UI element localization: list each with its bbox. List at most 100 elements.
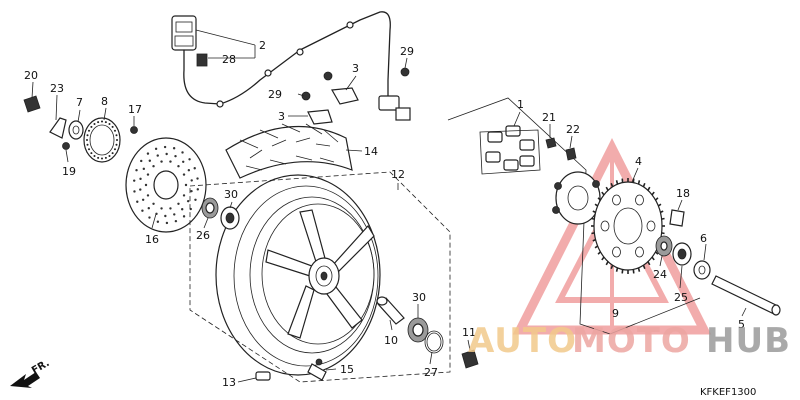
watermark-text-auto: AUTO xyxy=(468,321,577,361)
callout-3-lower: 3 xyxy=(278,110,285,123)
left-bearing xyxy=(201,197,219,219)
disc-hole xyxy=(187,168,191,172)
pulser-tooth xyxy=(104,121,107,124)
sprocket-tooth xyxy=(651,191,655,196)
disc-hole xyxy=(180,208,184,211)
sprocket-tooth xyxy=(597,197,602,201)
disc-hole xyxy=(147,207,150,210)
disc-hole xyxy=(146,152,150,155)
callout-29-left: 29 xyxy=(268,88,282,101)
right-bearing xyxy=(407,317,429,343)
disc-hole xyxy=(154,147,158,151)
disc-hole xyxy=(174,219,178,223)
disc-hole xyxy=(196,177,199,180)
callout-6: 6 xyxy=(700,232,707,245)
pulser-tooth xyxy=(97,121,100,124)
distance-collar xyxy=(376,296,405,325)
callout-13: 13 xyxy=(222,376,236,389)
pulser-tooth xyxy=(86,134,89,137)
callout-5: 5 xyxy=(738,318,745,331)
pulser-tooth xyxy=(88,148,91,151)
brake-panel-arm xyxy=(49,117,67,139)
pulser-tooth xyxy=(115,134,118,137)
sprocket-tooth xyxy=(601,256,605,261)
pulser-tooth xyxy=(90,152,93,155)
disc-hole xyxy=(139,188,142,191)
disc-hole xyxy=(160,207,163,210)
disc-hole xyxy=(165,221,169,225)
disc-hole xyxy=(148,159,152,162)
disc-hole xyxy=(146,194,150,197)
direction-label: FR. xyxy=(30,358,52,377)
sprocket-lightening-hole xyxy=(600,220,610,232)
sprocket-lightening-hole xyxy=(612,246,621,258)
sprocket-tooth xyxy=(610,182,614,188)
disc-hole xyxy=(186,199,190,203)
sprocket-tooth xyxy=(594,245,599,249)
callout-24: 24 xyxy=(653,268,667,281)
pulser-tooth xyxy=(88,129,91,132)
disc-hole xyxy=(177,202,180,205)
brake-disc xyxy=(125,137,207,233)
disc-hole xyxy=(182,173,186,176)
sprocket-lightening-hole xyxy=(646,220,656,232)
pulser-tooth xyxy=(113,148,116,151)
watermark-logo: AUTO MOTO HUB xyxy=(468,321,790,361)
watermark-text-moto: MOTO xyxy=(572,321,691,361)
callout-8: 8 xyxy=(101,95,108,108)
disc-hole xyxy=(184,183,188,187)
wheel-group-frame xyxy=(189,171,451,383)
sprocket-tooth xyxy=(591,217,595,220)
disc-hole xyxy=(152,165,155,168)
disc-hole xyxy=(144,183,148,187)
pulser-tooth xyxy=(116,139,118,141)
rear-axle xyxy=(711,275,781,316)
callout-23: 23 xyxy=(50,82,64,95)
callout-1: 1 xyxy=(517,98,524,111)
sprocket-tooth xyxy=(610,264,614,270)
pulser-tooth xyxy=(108,122,111,125)
pulser-tooth xyxy=(90,125,93,128)
tire-valve xyxy=(307,358,327,381)
callout-28: 28 xyxy=(222,53,236,66)
disc-hole xyxy=(160,160,163,163)
sprocket-tooth xyxy=(637,180,641,185)
bracket-bolts xyxy=(301,67,410,101)
sprocket-tooth xyxy=(601,191,605,196)
pulser-tooth xyxy=(113,129,116,132)
disc-hole xyxy=(141,198,145,202)
sprocket-tooth xyxy=(657,203,662,207)
sprocket-tooth xyxy=(615,267,619,272)
sprocket-tooth xyxy=(642,264,646,270)
pulser-tooth xyxy=(86,139,88,141)
disc-hole xyxy=(142,167,146,171)
sprocket-tooth xyxy=(661,232,665,235)
callout-20: 20 xyxy=(24,69,38,82)
axle-nut xyxy=(461,349,479,369)
sprocket-tooth xyxy=(647,186,651,191)
sprocket-lightening-hole xyxy=(635,194,644,206)
sprocket-tooth xyxy=(661,217,665,220)
disc-hole xyxy=(177,165,180,168)
sprocket-tooth xyxy=(651,256,655,261)
hub-dampers xyxy=(479,125,541,175)
sprocket-tooth xyxy=(654,197,659,201)
pulser-tooth xyxy=(93,122,96,125)
drawing-code: KFKEF1300 xyxy=(700,387,756,398)
disc-hole xyxy=(174,154,177,158)
rear-wheel-rim xyxy=(215,174,381,376)
disc-hole xyxy=(139,177,142,181)
callout-29-right: 29 xyxy=(400,45,414,58)
pulser-tooth xyxy=(104,156,107,159)
callout-15: 15 xyxy=(340,363,354,376)
callout-25: 25 xyxy=(674,291,688,304)
sprocket-tooth xyxy=(654,251,659,255)
disc-hole xyxy=(190,179,193,182)
left-dust-seal xyxy=(220,206,240,230)
disc-hole xyxy=(194,198,197,201)
disc-hole xyxy=(164,214,167,218)
sprocket-tooth xyxy=(642,182,646,188)
sprocket-tooth xyxy=(605,261,609,266)
speed-sensor-harness xyxy=(171,11,411,121)
